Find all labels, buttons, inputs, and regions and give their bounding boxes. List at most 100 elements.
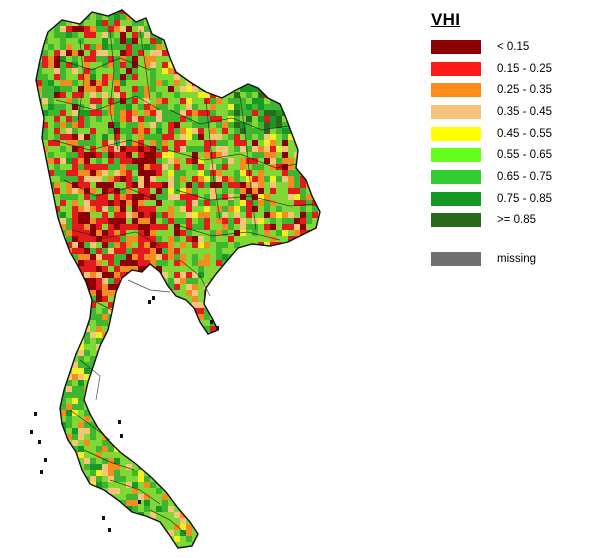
vhi-cell (294, 20, 300, 26)
vhi-cell (108, 212, 114, 218)
vhi-cell (48, 416, 54, 422)
vhi-cell (72, 488, 78, 494)
vhi-cell (198, 332, 204, 338)
vhi-cell (78, 260, 84, 266)
vhi-cell (252, 344, 258, 350)
vhi-cell (84, 458, 90, 464)
vhi-cell (60, 206, 66, 212)
vhi-cell (234, 134, 240, 140)
vhi-cell (174, 410, 180, 416)
vhi-cell (246, 284, 252, 290)
vhi-cell (108, 80, 114, 86)
vhi-cell (312, 416, 318, 422)
vhi-cell (84, 134, 90, 140)
vhi-cell (216, 26, 222, 32)
vhi-cell (114, 536, 120, 542)
vhi-cell (282, 38, 288, 44)
vhi-cell (114, 320, 120, 326)
vhi-cell (120, 290, 126, 296)
vhi-cell (36, 284, 42, 290)
vhi-cell (162, 536, 168, 542)
vhi-cell (324, 62, 330, 68)
vhi-cell (312, 518, 318, 524)
vhi-cell (36, 500, 42, 506)
vhi-cell (222, 266, 228, 272)
vhi-cell (180, 170, 186, 176)
vhi-cell (180, 98, 186, 104)
vhi-cell (96, 404, 102, 410)
vhi-cell (234, 242, 240, 248)
vhi-cell (156, 170, 162, 176)
vhi-cell (276, 368, 282, 374)
vhi-cell (294, 302, 300, 308)
vhi-cell (306, 374, 312, 380)
vhi-cell (300, 206, 306, 212)
vhi-cell (282, 236, 288, 242)
vhi-cell (180, 116, 186, 122)
vhi-cell (258, 344, 264, 350)
vhi-cell (60, 248, 66, 254)
vhi-cell (30, 368, 36, 374)
vhi-cell (246, 404, 252, 410)
vhi-cell (66, 98, 72, 104)
vhi-cell (48, 338, 54, 344)
vhi-cell (186, 344, 192, 350)
vhi-cell (54, 458, 60, 464)
vhi-cell (114, 356, 120, 362)
vhi-cell (156, 338, 162, 344)
vhi-cell (30, 62, 36, 68)
vhi-cell (48, 68, 54, 74)
vhi-cell (300, 98, 306, 104)
vhi-cell (198, 494, 204, 500)
vhi-cell (60, 122, 66, 128)
vhi-cell (156, 428, 162, 434)
vhi-cell (270, 224, 276, 230)
vhi-cell (228, 110, 234, 116)
vhi-cell (294, 320, 300, 326)
vhi-cell (288, 470, 294, 476)
vhi-cell (30, 350, 36, 356)
vhi-cell (144, 164, 150, 170)
vhi-cell (258, 50, 264, 56)
vhi-cell (186, 182, 192, 188)
vhi-cell (294, 134, 300, 140)
vhi-cell (102, 140, 108, 146)
vhi-cell (30, 440, 36, 446)
vhi-cell (324, 68, 330, 74)
vhi-cell (216, 308, 222, 314)
vhi-cell (120, 68, 126, 74)
vhi-cell (276, 44, 282, 50)
vhi-cell (66, 50, 72, 56)
vhi-cell (288, 236, 294, 242)
vhi-cell (246, 230, 252, 236)
vhi-cell (78, 296, 84, 302)
vhi-cell (30, 20, 36, 26)
vhi-cell (114, 518, 120, 524)
vhi-cell (270, 62, 276, 68)
vhi-cell (132, 272, 138, 278)
vhi-cell (66, 416, 72, 422)
vhi-cell (30, 242, 36, 248)
vhi-cell (78, 194, 84, 200)
vhi-cell (174, 176, 180, 182)
vhi-cell (264, 194, 270, 200)
vhi-cell (264, 224, 270, 230)
vhi-cell (132, 86, 138, 92)
legend-swatch-missing (431, 252, 481, 267)
vhi-cell (60, 536, 66, 542)
vhi-cell (288, 446, 294, 452)
vhi-cell (96, 518, 102, 524)
vhi-cell (108, 428, 114, 434)
vhi-cell (228, 242, 234, 248)
vhi-cell (180, 80, 186, 86)
vhi-cell (276, 254, 282, 260)
vhi-cell (306, 356, 312, 362)
vhi-cell (210, 290, 216, 296)
vhi-cell (42, 170, 48, 176)
vhi-cell (90, 188, 96, 194)
vhi-cell (30, 332, 36, 338)
vhi-cell (132, 386, 138, 392)
vhi-cell (144, 38, 150, 44)
vhi-cell (84, 260, 90, 266)
vhi-cell (324, 284, 330, 290)
